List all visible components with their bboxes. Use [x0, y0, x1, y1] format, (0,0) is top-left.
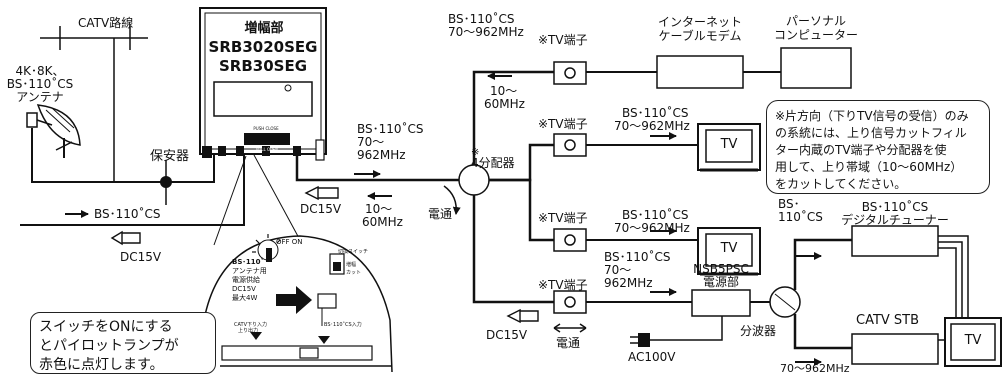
personal-computer — [780, 47, 852, 89]
tv-terminal-4 — [553, 290, 587, 314]
satellite-antenna-icon — [26, 104, 81, 158]
b4-signal-2: 70〜 — [604, 263, 632, 277]
psu-label-2: 電源部 — [702, 275, 739, 289]
inset-catv-in-2: 上り出力 — [238, 328, 259, 334]
trunk-signal-3: 962MHz — [357, 148, 406, 162]
callout-line-2: とパイロットランプが — [39, 338, 179, 354]
tv-set-1 — [697, 123, 761, 172]
pc-label-1: パーソナル — [785, 14, 846, 28]
amplifier-model-2: SRB30SEG — [218, 57, 308, 75]
amplifier-unit — [199, 7, 327, 161]
note-line-4: 用して、上り帯域（10〜60MHz） — [775, 160, 963, 174]
inset-switch-1: 切換スイッチ — [338, 249, 369, 255]
amplifier-push-label: PUSH CLOSE — [253, 126, 279, 131]
b2-signal-2: 70〜962MHz — [614, 119, 690, 133]
top-signal-1: BS･110˚CS — [448, 12, 515, 26]
modem-label-2: ケーブルモデム — [658, 29, 742, 43]
amplifier-title: 増幅部 — [244, 21, 284, 36]
note-line-1: ※片方向（下りTV信号の受信）のみ — [775, 109, 969, 123]
note-box: ※片方向（下りTV信号の受信）のみ の系統には、上り信号カットフィル ター内蔵の… — [766, 100, 990, 194]
psu-label-1: NSB5PSC — [693, 262, 749, 276]
b4-power-pass: 電通 — [556, 336, 581, 350]
b2-signal-1: BS･110˚CS — [622, 106, 689, 120]
note-line-5: をカットしてください。 — [775, 177, 907, 191]
inset-label-3: 電源供給 — [232, 276, 260, 284]
b4-bs-1: BS･ — [778, 197, 800, 211]
b4-signal-3: 962MHz — [604, 276, 653, 290]
tv-set-2 — [697, 227, 761, 276]
inset-bs-in: BS･110˚CS入力 — [324, 322, 362, 328]
catv-line-label: CATV路線 — [78, 16, 134, 30]
tv-set-3 — [944, 317, 1002, 367]
switch-inset — [203, 154, 393, 373]
callout-box: スイッチをONにする とパイロットランプが 赤色に点灯します。 — [30, 312, 216, 374]
catv-stb — [851, 333, 939, 365]
lower-dc-label: DC15V — [120, 250, 162, 264]
antenna-label-3: アンテナ — [16, 90, 64, 104]
callout-line-1: スイッチをONにする — [39, 319, 173, 335]
b3-signal-2: 70〜962MHz — [614, 221, 690, 235]
b3-terminal-label: ※TV端子 — [538, 211, 588, 225]
callout-line-3: 赤色に点灯します。 — [39, 357, 164, 373]
power-supply-unit — [691, 289, 751, 317]
catv-line — [40, 26, 148, 155]
trunk-return-1: 10〜 — [365, 202, 393, 216]
tv-2-label: TV — [720, 241, 738, 256]
trunk-signal-1: BS･110˚CS — [357, 122, 424, 136]
b4-dc: DC15V — [486, 328, 528, 342]
b2-terminal-label: ※TV端子 — [538, 117, 588, 131]
inset-off-on: OFF ON — [276, 238, 303, 246]
note-line-2: の系統には、上り信号カットフィル — [775, 126, 967, 140]
tv-1-label: TV — [720, 137, 738, 152]
inset-label-4: DC15V — [232, 285, 256, 293]
trunk-signal-2: 70〜 — [357, 135, 385, 149]
splitter-label: 4分配器 — [471, 156, 515, 170]
lower-bs-label: BS･110˚CS — [94, 207, 161, 221]
splitter-mark: ※ — [471, 147, 480, 158]
ac-label: AC100V — [628, 350, 676, 364]
ac-plug-icon — [630, 333, 650, 347]
top-terminal-label: ※TV端子 — [538, 33, 588, 47]
b4-signal-1: BS･110˚CS — [604, 250, 671, 264]
tuner-label-2: デジタルチューナー — [841, 213, 949, 227]
separator-label: 分波器 — [740, 324, 777, 338]
amplifier-model-1: SRB3020SEG — [208, 38, 318, 56]
digital-tuner — [851, 225, 939, 257]
tv-3-label: TV — [964, 333, 982, 348]
b4-bottom-freq: 70〜962MHz — [780, 362, 850, 375]
top-return-2: 60MHz — [484, 97, 525, 111]
inset-switch-2: 増幅 — [346, 262, 357, 268]
antenna-label-1: 4K･8K、 — [15, 64, 65, 78]
amplifier-pull-label: PULL OPEN — [255, 147, 279, 152]
modem-label-1: インターネット — [657, 15, 742, 29]
pc-label-2: コンピューター — [773, 28, 858, 42]
b4-bs-2: 110˚CS — [778, 210, 823, 224]
trunk-power-pass: 電通 — [428, 207, 453, 221]
inset-label-5: 最大4W — [232, 294, 258, 302]
inset-label-2: アンテナ用 — [232, 267, 267, 275]
inset-catv-in-1: CATV下り入力 — [234, 322, 267, 328]
inset-switch-3: カット — [346, 270, 362, 276]
cable-modem — [656, 55, 744, 89]
stb-label: CATV STB — [856, 313, 920, 328]
tv-terminal-1 — [553, 61, 587, 85]
note-line-3: ター内蔵のTV端子や分配器を使 — [775, 143, 947, 157]
trunk-return-2: 60MHz — [362, 215, 403, 229]
protector-label: 保安器 — [150, 149, 190, 164]
antenna-label-2: BS･110˚CS — [6, 77, 74, 91]
top-return-1: 10〜 — [490, 84, 518, 98]
tv-terminal-3 — [553, 228, 587, 252]
trunk-dc: DC15V — [300, 202, 342, 216]
tv-terminal-2 — [553, 133, 587, 157]
top-signal-2: 70〜962MHz — [448, 25, 524, 39]
b3-signal-1: BS･110˚CS — [622, 208, 689, 222]
b4-terminal-label: ※TV端子 — [538, 278, 588, 292]
tuner-label-1: BS･110˚CS — [861, 200, 929, 214]
inset-label-1: BS･110˚ — [232, 258, 264, 266]
